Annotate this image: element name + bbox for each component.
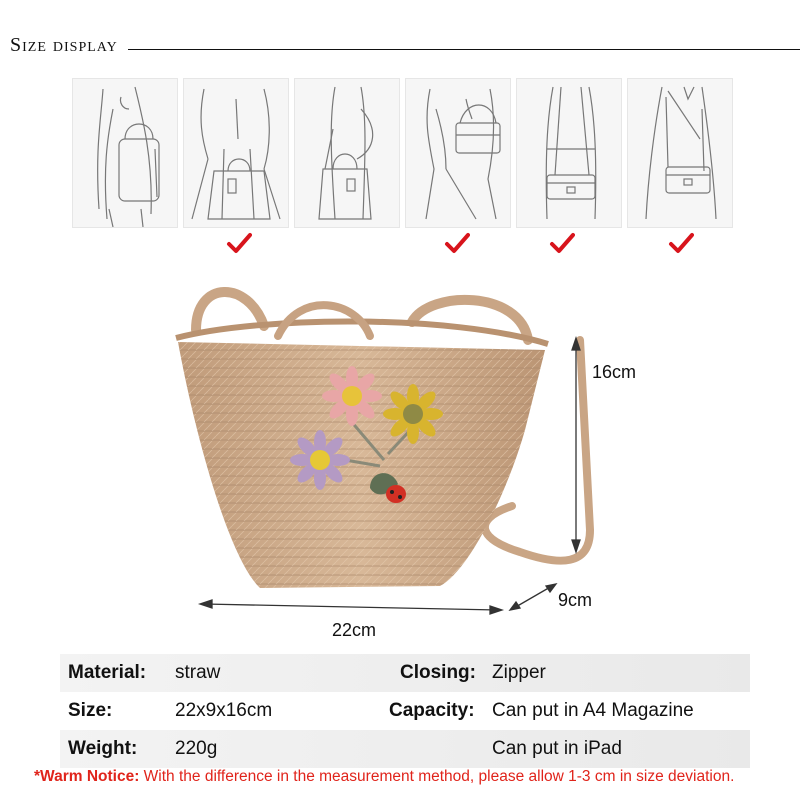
section-header: Size display xyxy=(10,30,800,60)
straw-bag-image xyxy=(175,287,595,615)
capacity-label: Capacity: xyxy=(389,700,475,721)
size-label: Size: xyxy=(68,700,113,721)
size-value: 22x9x16cm xyxy=(175,700,273,721)
product-photo: 16cm 9cm 22cm xyxy=(0,270,800,660)
style-crossbody-illustration xyxy=(516,78,622,228)
section-title: Size display xyxy=(10,34,118,56)
style-crossbody-long-illustration xyxy=(627,78,733,228)
closing-label: Closing: xyxy=(400,662,476,683)
header-divider xyxy=(128,49,800,50)
carry-styles xyxy=(72,78,734,228)
check-mark-icon xyxy=(227,233,252,253)
warm-notice: *Warm Notice: With the difference in the… xyxy=(34,768,794,786)
style-shoulder-carry-illustration xyxy=(405,78,511,228)
material-label: Material: xyxy=(68,662,147,683)
warm-notice-label: *Warm Notice: xyxy=(34,768,140,785)
width-dimension-label: 22cm xyxy=(332,620,377,640)
capacity-value: Can put in A4 Magazine xyxy=(492,700,694,721)
spec-row: Weight: 220g Can put in iPad xyxy=(60,730,750,768)
style-backpack-illustration xyxy=(72,78,178,228)
warm-notice-text: With the difference in the measurement m… xyxy=(139,768,735,785)
check-mark-icon xyxy=(550,233,575,253)
style-hand-carry-illustration xyxy=(183,78,289,228)
check-mark-icon xyxy=(445,233,470,253)
check-mark-icon xyxy=(669,233,694,253)
weight-value: 220g xyxy=(175,738,218,759)
style-elbow-carry-illustration xyxy=(294,78,400,228)
capacity-value-secondary: Can put in iPad xyxy=(492,738,622,759)
depth-dimension-label: 9cm xyxy=(558,590,593,610)
specifications-table: Material: straw Closing: Zipper Size: 22… xyxy=(60,654,750,768)
closing-value: Zipper xyxy=(492,662,546,683)
height-dimension-label: 16cm xyxy=(592,362,637,382)
weight-label: Weight: xyxy=(68,738,138,759)
spec-row: Material: straw Closing: Zipper xyxy=(60,654,750,692)
spec-row: Size: 22x9x16cm Capacity: Can put in A4 … xyxy=(60,692,750,730)
material-value: straw xyxy=(175,662,221,683)
